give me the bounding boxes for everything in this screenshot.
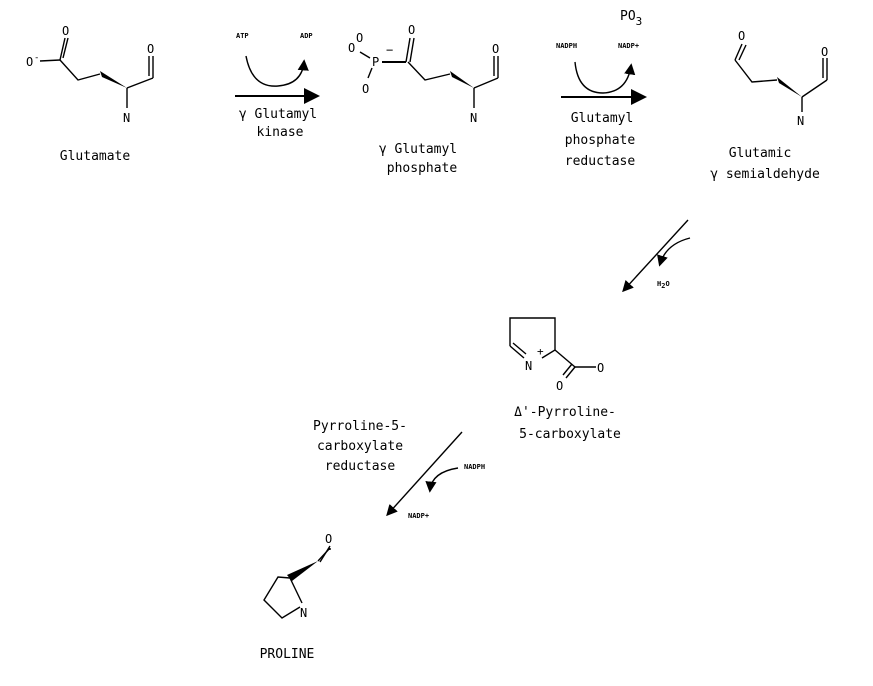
enzyme-label: reductase xyxy=(565,154,636,169)
p5c-structure: N + O O Δ'-Pyrroline- 5-carboxylate xyxy=(509,317,621,442)
atom-o: O xyxy=(408,23,415,37)
atom-o: O xyxy=(821,45,828,59)
semialdehyde-label: Glutamic xyxy=(729,146,792,161)
p5c-label: Δ'-Pyrroline- xyxy=(514,405,616,420)
nadph-label: NADPH xyxy=(464,463,485,471)
semialdehyde-label: γ semialdehyde xyxy=(710,167,820,182)
nadp-label: NADP+ xyxy=(408,512,429,520)
enzyme-label: Pyrroline-5- xyxy=(313,419,407,434)
water-label: H2O xyxy=(657,280,670,290)
glutamate-structure: O - O N O Glutamate xyxy=(26,24,154,164)
reaction-kinase: ATP ADP γ Glutamyl kinase xyxy=(235,32,320,140)
enzyme-label: γ Glutamyl xyxy=(239,107,317,122)
adp-label: ADP xyxy=(300,32,313,40)
atom-o: O xyxy=(362,82,369,96)
atom-o: O xyxy=(348,41,355,55)
charge: − xyxy=(386,43,393,57)
atom-o: O xyxy=(492,42,499,56)
atom-o: O xyxy=(147,42,154,56)
enzyme-label: kinase xyxy=(257,125,304,140)
semialdehyde-structure: O N O Glutamic γ semialdehyde xyxy=(710,29,828,182)
reaction-arrow xyxy=(386,431,463,517)
enzyme-label: phosphate xyxy=(565,133,636,148)
nadp-label: NADP+ xyxy=(618,42,639,50)
charge: + xyxy=(537,345,544,358)
atom-n: N xyxy=(123,111,130,125)
atom-n: N xyxy=(797,114,804,128)
reaction-cyclization: H2O xyxy=(622,219,691,293)
atom-o: O xyxy=(62,24,69,38)
enzyme-label: carboxylate xyxy=(317,439,403,454)
atom-o: O xyxy=(325,532,332,546)
cofactor-arrow xyxy=(425,467,459,493)
atom-n: N xyxy=(300,606,307,620)
atom-n: N xyxy=(525,359,532,373)
cofactor-arrow xyxy=(574,61,636,94)
atom-o: O xyxy=(556,379,563,393)
atom-o: O xyxy=(597,361,604,375)
glutamate-label: Glutamate xyxy=(60,149,131,164)
atom-o: O xyxy=(356,31,363,45)
p5c-label: 5-carboxylate xyxy=(519,427,621,442)
enzyme-label: Glutamyl xyxy=(571,111,634,126)
reaction-p5c-reductase: Pyrroline-5- carboxylate reductase NADPH… xyxy=(313,419,485,520)
cofactor-arrow xyxy=(245,55,309,87)
atom-o: O xyxy=(26,55,33,69)
nadph-label: NADPH xyxy=(556,42,577,50)
charge: - xyxy=(34,53,39,63)
water-arrow xyxy=(657,237,691,267)
glutamyl-phosphate-label: phosphate xyxy=(387,161,458,176)
glutamyl-phosphate-label: γ Glutamyl xyxy=(379,142,457,157)
atom-n: N xyxy=(470,111,477,125)
reaction-arrow xyxy=(622,219,689,293)
atom-p: P xyxy=(372,55,379,69)
byproduct-po3: PO3 xyxy=(620,9,642,28)
reaction-reductase: PO3 NADPH NADP+ Glutamyl phosphate reduc… xyxy=(556,9,647,169)
glutamyl-phosphate-structure: O O P − O O N O γ Glutamyl phosphate xyxy=(348,23,499,176)
proline-structure: N O PROLINE xyxy=(260,532,333,662)
proline-label: PROLINE xyxy=(260,647,315,662)
atp-label: ATP xyxy=(236,32,249,40)
enzyme-label: reductase xyxy=(325,459,396,474)
atom-o: O xyxy=(738,29,745,43)
